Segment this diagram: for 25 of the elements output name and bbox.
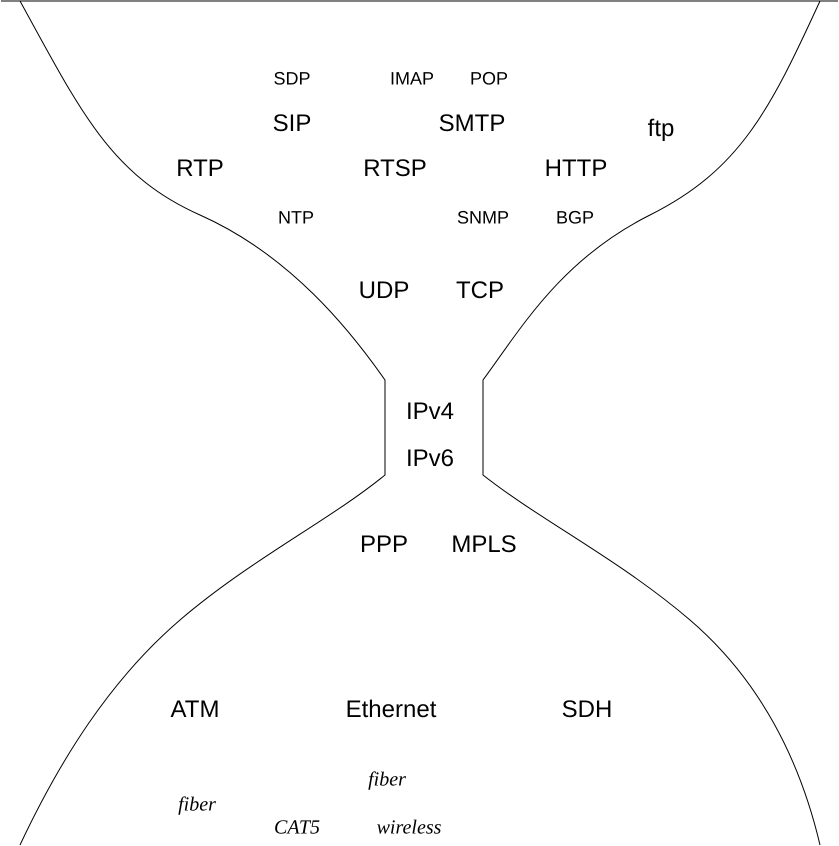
protocol-label: TCP [456,277,504,305]
protocol-label: MPLS [451,531,517,559]
protocol-label: RTP [176,155,224,183]
protocol-label: NTP [278,208,314,228]
protocol-label: SNMP [457,208,509,228]
protocol-label: CAT5 [274,816,320,840]
protocol-label: ftp [648,115,674,143]
protocol-label: ATM [170,696,220,724]
protocol-label: UDP [358,277,410,305]
protocol-label: wireless [376,816,442,840]
protocol-label: IMAP [390,68,434,90]
protocol-label: IPv4 [406,398,454,426]
protocol-label: SMTP [438,110,506,138]
protocol-label: SIP [272,110,312,138]
protocol-label: HTTP [544,155,608,183]
protocol-label: IPv6 [406,445,454,473]
protocol-label: POP [470,68,508,90]
protocol-label: BGP [556,208,594,228]
protocol-label: SDP [274,68,310,90]
protocol-label: fiber [178,794,216,816]
protocol-label: fiber [368,768,406,792]
protocol-label: PPP [360,531,408,559]
protocol-label: SDH [562,696,612,724]
protocol-label: RTSP [363,155,427,183]
protocol-label: Ethernet [346,696,436,724]
